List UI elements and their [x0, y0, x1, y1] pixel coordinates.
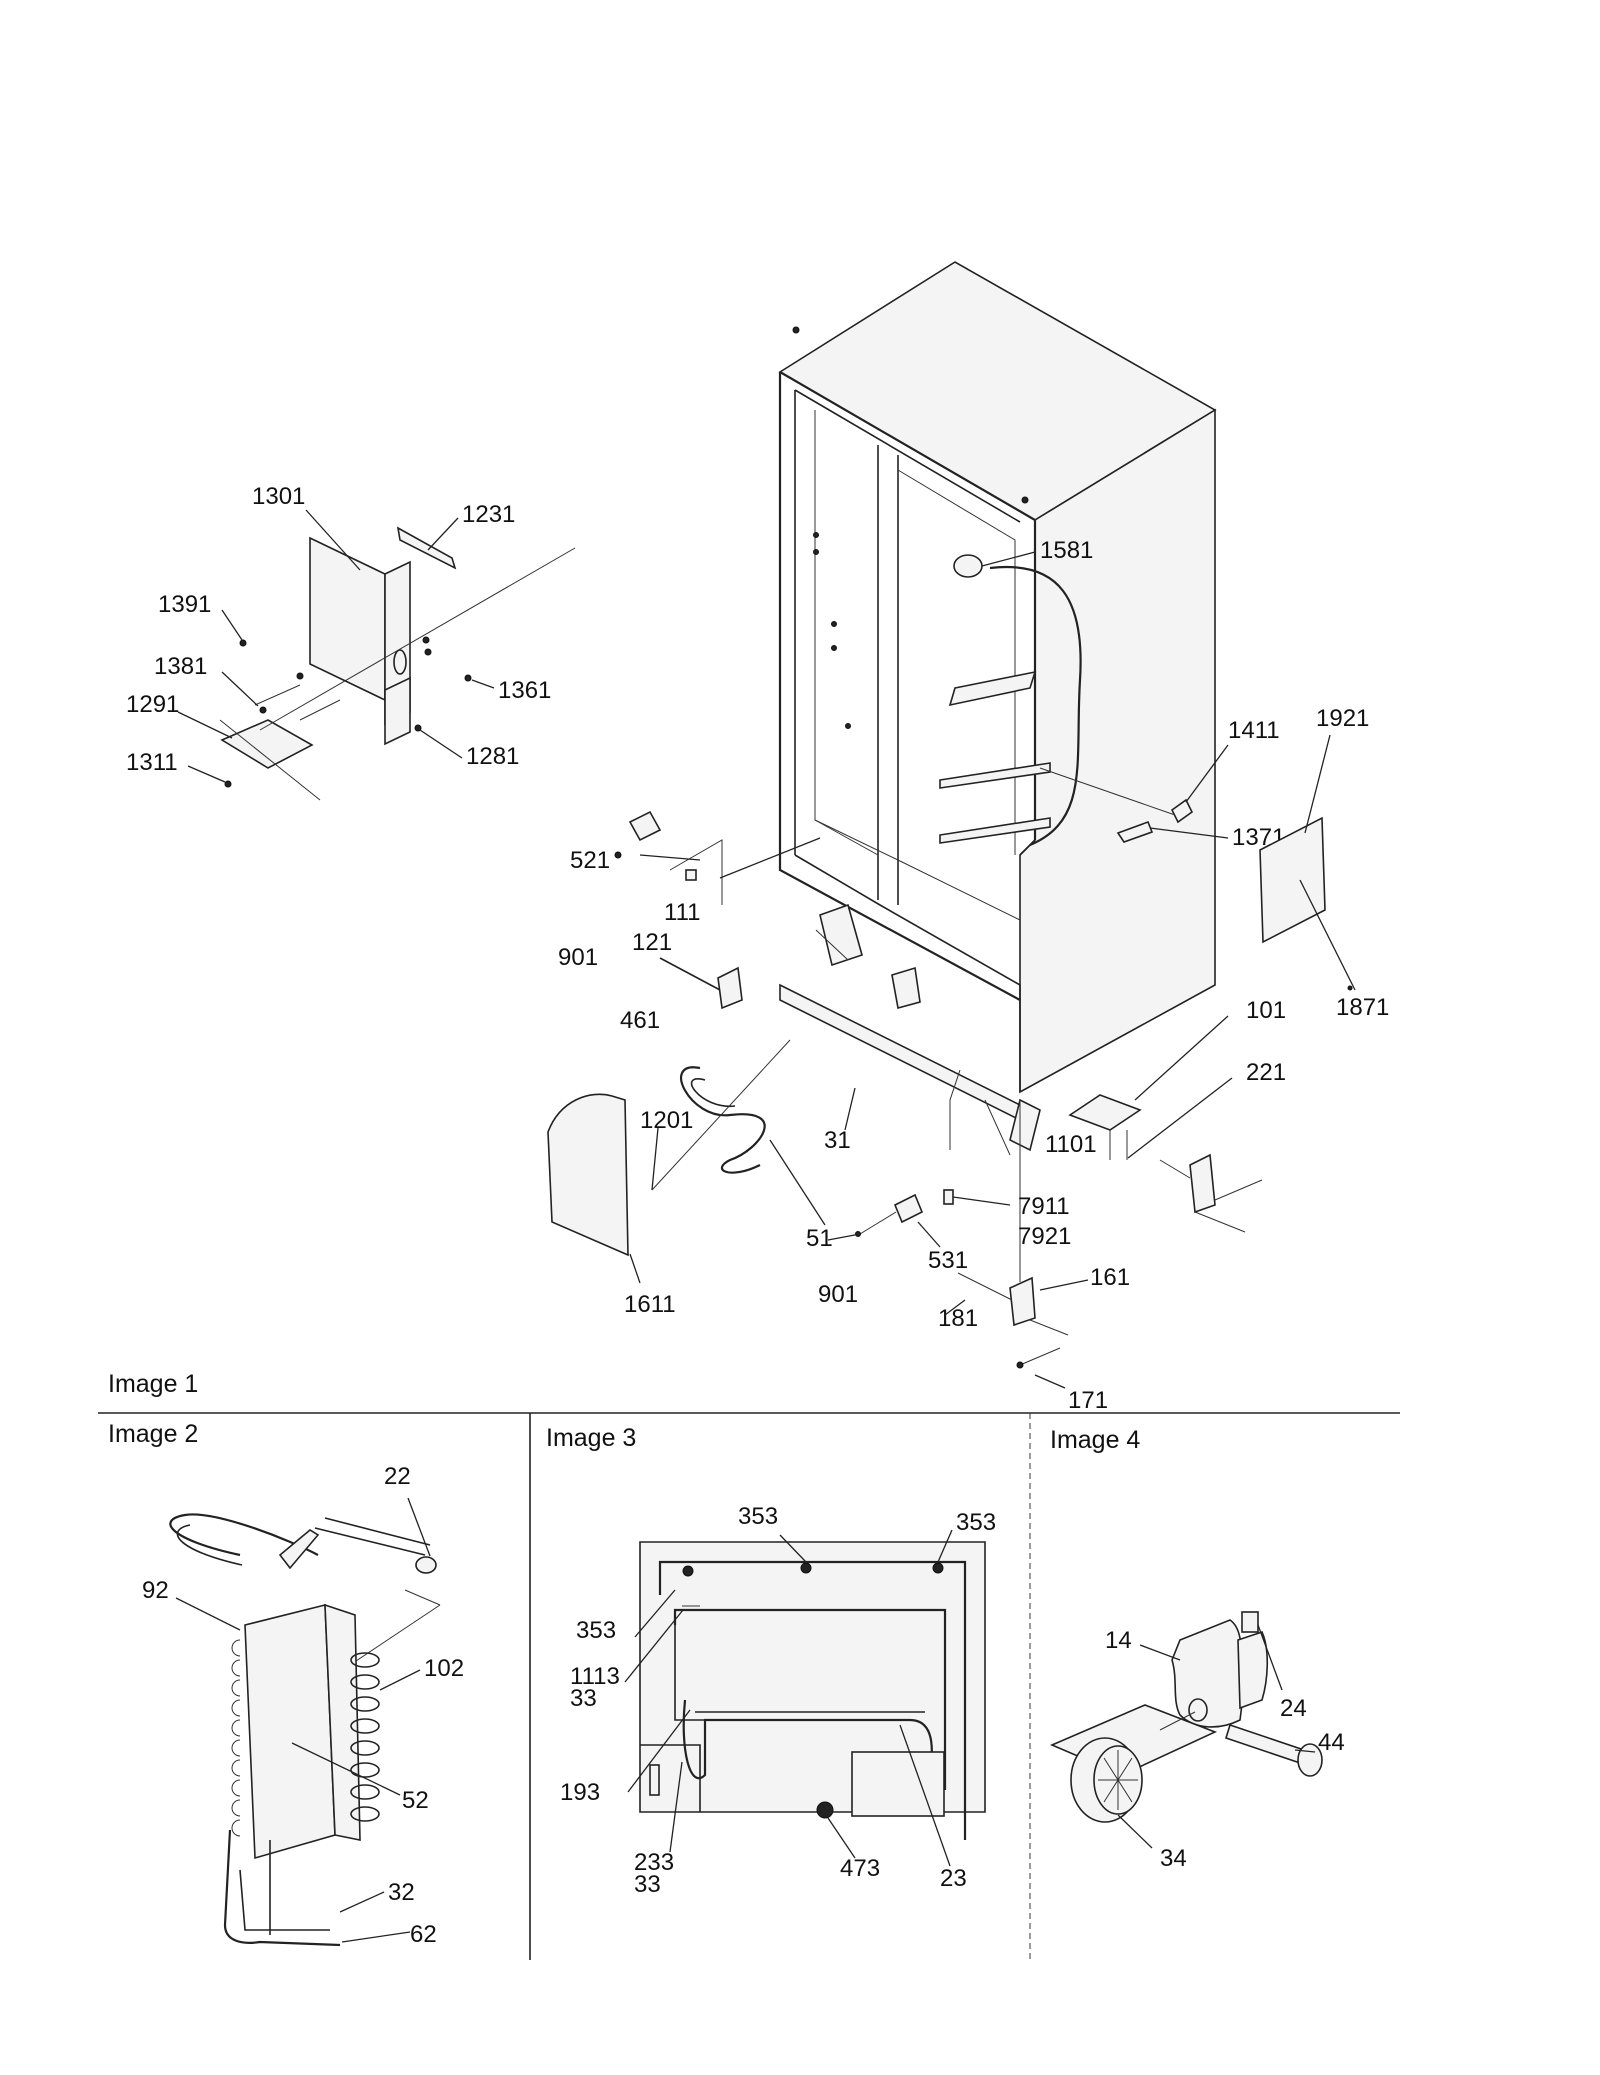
callout-23: 23 [940, 1865, 967, 1892]
callout-33-lower: 33 [634, 1871, 661, 1898]
callout-111: 111 [664, 899, 700, 926]
callout-1311: 1311 [126, 749, 178, 776]
callout-1201: 1201 [640, 1107, 693, 1134]
part-1921-panel [1259, 734, 1356, 991]
callout-102: 102 [424, 1655, 464, 1682]
callout-14: 14 [1105, 1627, 1132, 1654]
bracket-assembly [177, 509, 576, 801]
panel-title-image-1: Image 1 [108, 1370, 198, 1398]
callout-22: 22 [384, 1463, 411, 1490]
callout-1921: 1921 [1316, 705, 1369, 732]
callout-24: 24 [1280, 1695, 1307, 1722]
callout-52: 52 [402, 1787, 429, 1814]
callout-1361: 1361 [498, 677, 551, 704]
callout-1113: 1113 [570, 1663, 620, 1690]
roller-assembly [1049, 1611, 1323, 1849]
callout-221: 221 [1246, 1059, 1286, 1086]
callout-461: 461 [620, 1007, 660, 1034]
callout-161: 161 [1090, 1264, 1130, 1291]
callout-233: 233 [634, 1849, 674, 1876]
part-1581 [953, 551, 1036, 578]
heater-loop-assembly [624, 1529, 986, 1867]
callout-181: 181 [938, 1305, 978, 1332]
callout-7921: 7921 [1018, 1223, 1071, 1250]
callout-7911: 7911 [1018, 1193, 1070, 1220]
callout-353-right: 353 [956, 1509, 996, 1536]
callout-901-right: 901 [818, 1281, 858, 1308]
callout-1231: 1231 [462, 501, 515, 528]
callout-34: 34 [1160, 1845, 1187, 1872]
panel-title-image-2: Image 2 [108, 1420, 198, 1448]
callout-51: 51 [806, 1225, 833, 1252]
callout-1101: 1101 [1045, 1131, 1097, 1158]
callout-121: 121 [632, 929, 672, 956]
callout-1871: 1871 [1336, 994, 1389, 1021]
callout-1381: 1381 [154, 653, 207, 680]
callout-531: 531 [928, 1247, 968, 1274]
callout-473: 473 [840, 1855, 880, 1882]
leads-misc [827, 1221, 966, 1316]
callout-32: 32 [388, 1879, 415, 1906]
callout-171: 171 [1068, 1387, 1108, 1414]
callout-1391: 1391 [158, 591, 211, 618]
callout-193: 193 [560, 1779, 600, 1806]
callout-62: 62 [410, 1921, 437, 1948]
cabinet-assembly [778, 261, 1217, 1094]
callout-44: 44 [1318, 1729, 1345, 1756]
callout-33-upper: 33 [570, 1685, 597, 1712]
callout-1611: 1611 [624, 1291, 676, 1318]
callout-101: 101 [1246, 997, 1286, 1024]
callout-353-left: 353 [576, 1617, 616, 1644]
callout-521: 521 [570, 847, 610, 874]
callout-1281: 1281 [466, 743, 519, 770]
panel-dividers [98, 1412, 1400, 1960]
callout-901-left: 901 [558, 944, 598, 971]
part-1411-1371 [1039, 744, 1229, 843]
callout-1411: 1411 [1228, 717, 1280, 744]
callout-1291: 1291 [126, 691, 179, 718]
base-assembly [547, 810, 1263, 1389]
panel-title-image-4: Image 4 [1050, 1426, 1140, 1454]
callout-1581: 1581 [1040, 537, 1093, 564]
callout-353-top: 353 [738, 1503, 778, 1530]
panel-title-image-3: Image 3 [546, 1424, 636, 1452]
evaporator-assembly [169, 1497, 441, 1947]
callout-31: 31 [824, 1127, 851, 1154]
callout-92: 92 [142, 1577, 169, 1604]
callout-1301: 1301 [252, 483, 305, 510]
